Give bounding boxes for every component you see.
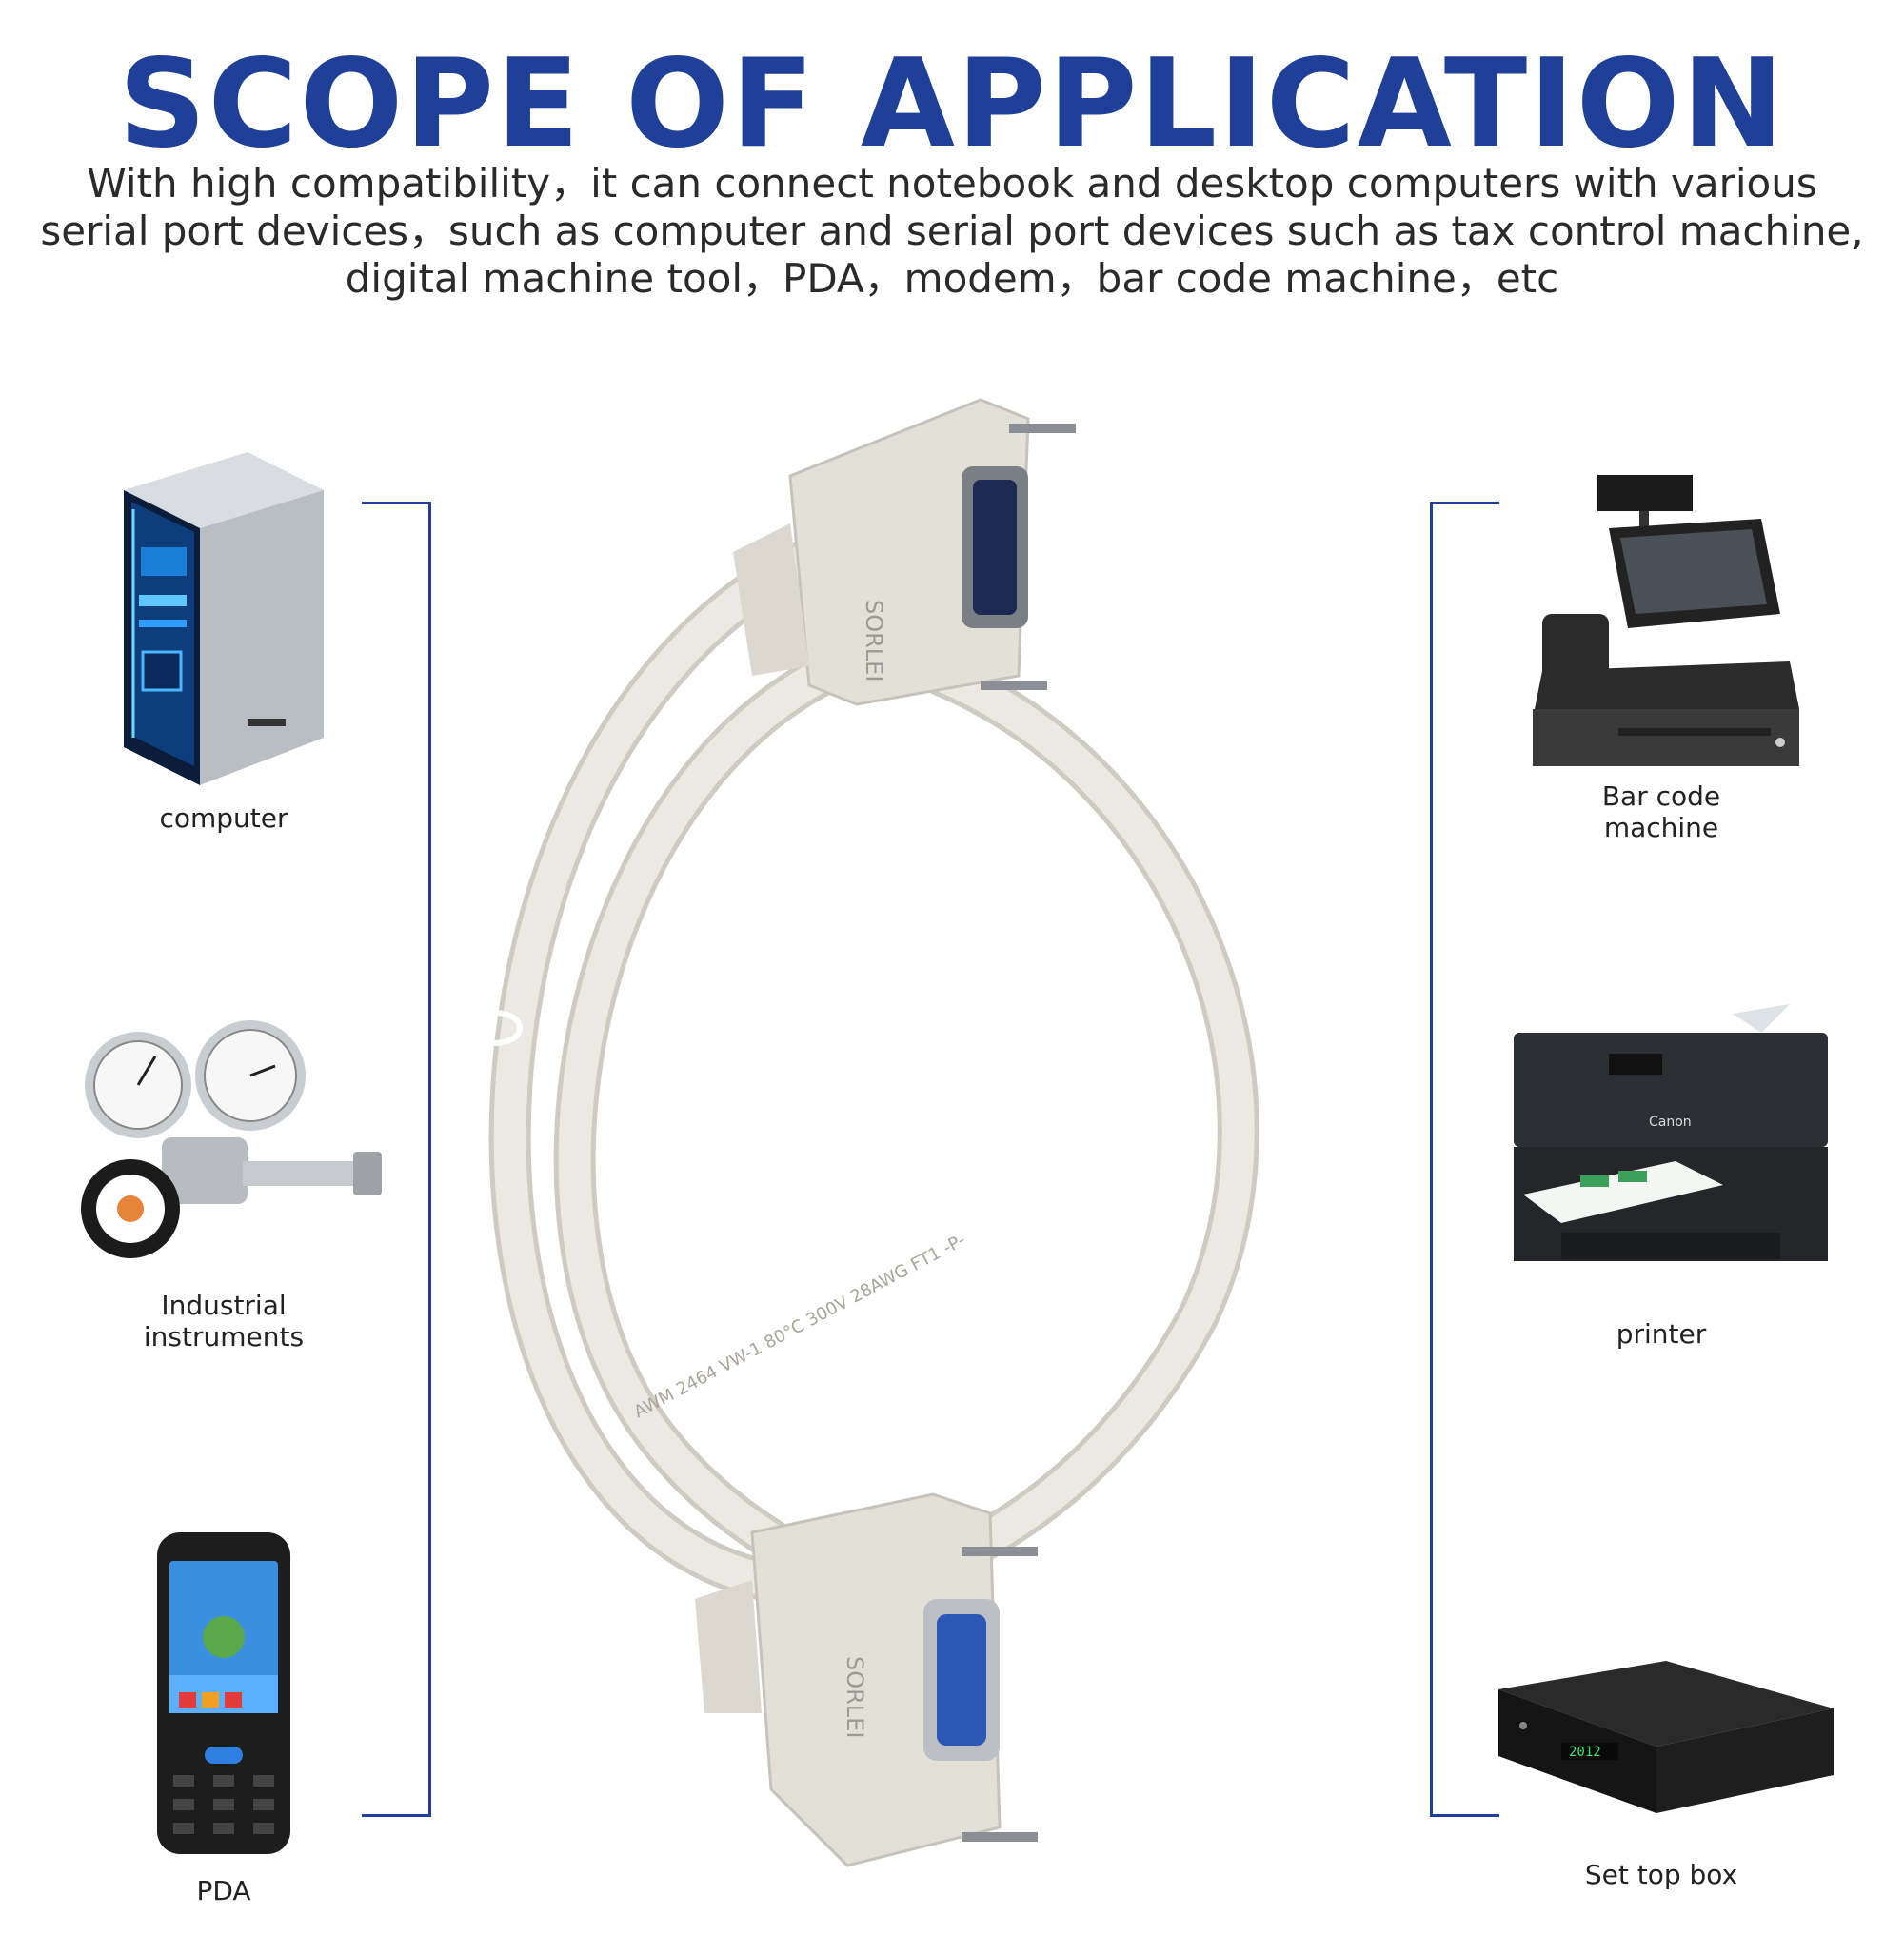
subtitle-line: With high compatibility，it can connect n… [87, 160, 1817, 207]
db9-male-connector: SORLEI [733, 398, 1076, 706]
device-industrial-instruments [71, 1018, 395, 1285]
pos-terminal-icon [1533, 475, 1799, 766]
subtitle-line: serial port devices，such as computer and… [40, 207, 1864, 254]
computer-tower-icon [124, 452, 324, 785]
device-computer [105, 433, 343, 795]
db9-serial-cable-icon: SORLEI SORLEI AWM 2464 VW-1 80°C 300V 28… [467, 398, 1259, 1867]
db9-female-connector: SORLEI [695, 1492, 1038, 1867]
device-label-computer: computer [159, 802, 288, 834]
device-pda [152, 1532, 295, 1856]
page-subtitle: With high compatibility，it can connect n… [0, 160, 1904, 303]
device-label-set-top-box: Set top box [1584, 1859, 1738, 1890]
device-label-industrial-instruments: Industrial instruments [143, 1290, 305, 1353]
right-bracket-divider [1430, 502, 1499, 1817]
pda-handheld-icon [157, 1532, 290, 1854]
device-bar-code-machine [1523, 471, 1809, 776]
serial-cable-image: SORLEI SORLEI AWM 2464 VW-1 80°C 300V 28… [447, 362, 1342, 1904]
printer-brand-logo: Canon [1649, 1115, 1692, 1130]
set-top-box-icon: 2012 [1498, 1661, 1834, 1813]
device-set-top-box: 2012 [1495, 1651, 1837, 1842]
device-printer: Canon [1504, 995, 1828, 1280]
device-label-bar-code-machine: Bar code machine [1601, 780, 1721, 843]
device-label-pda: PDA [196, 1875, 251, 1906]
device-label-printer: printer [1616, 1318, 1707, 1350]
subtitle-line: digital machine tool，PDA，modem，bar code … [345, 255, 1559, 302]
cable-brand-text: SORLEI [861, 600, 887, 681]
printer-icon: Canon [1514, 1004, 1828, 1261]
set-top-box-display: 2012 [1569, 1745, 1601, 1760]
left-bracket-divider [362, 502, 431, 1817]
page-title: SCOPE OF APPLICATION [118, 33, 1786, 175]
cable-brand-text: SORLEI [842, 1656, 868, 1738]
pressure-gauge-icon [81, 1020, 382, 1258]
cable-jacket-print: AWM 2464 VW-1 80°C 300V 28AWG FT1 -P- [630, 1230, 968, 1422]
